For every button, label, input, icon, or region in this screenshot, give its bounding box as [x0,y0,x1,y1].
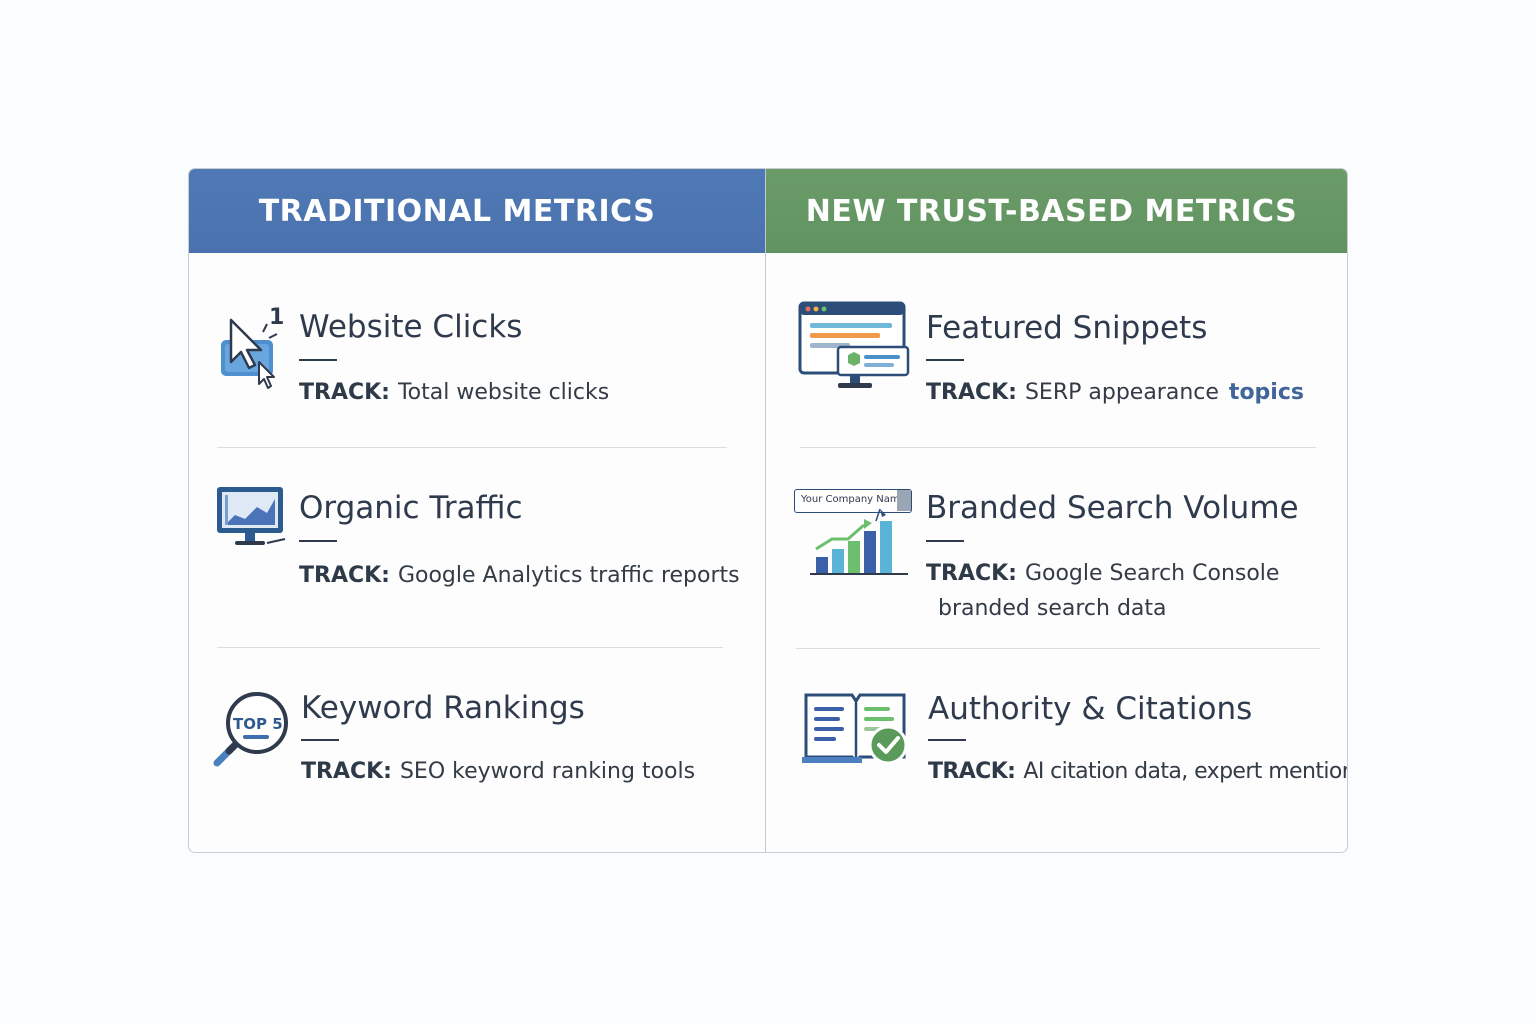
title-underline [926,540,964,542]
click-count-badge: 1 [269,305,285,330]
organic-traffic-track: TRACK: Google Analytics traffic reports [299,563,740,588]
website-clicks-track: TRACK: Total website clicks [299,380,609,405]
keyword-rankings-track: TRACK: SEO keyword ranking tools [301,759,695,784]
featured-snippets-track: TRACK: SERP appearance topics [926,380,1304,405]
track-text: SEO keyword ranking tools [399,759,696,784]
organic-traffic-title: Organic Traffic [299,490,523,526]
title-underline [301,739,339,741]
trust-metrics-column: NEW TRUST-BASED METRICS Featured Snippet [766,169,1347,852]
track-label: TRACK: [926,561,1017,586]
keyword-rankings-title: Keyword Rankings [301,690,585,726]
track-label: TRACK: [299,380,390,405]
authority-citations-title: Authority & Citations [928,691,1253,727]
book-check-icon [802,689,912,773]
row-divider [796,648,1320,649]
traditional-metrics-header: TRADITIONAL METRICS [189,169,765,253]
title-underline [299,359,337,361]
company-name-text: Your Company Name [801,494,906,505]
row-divider [800,447,1316,448]
metrics-comparison-table: TRADITIONAL METRICS 1 Website Clicks TRA… [188,168,1348,853]
branded-search-volume-title: Branded Search Volume [926,490,1299,526]
row-divider [217,647,723,648]
track-label: TRACK: [928,759,1016,784]
title-underline [928,739,966,741]
branded-search-track: TRACK: Google Search Console [926,561,1279,586]
authority-citations-track: TRACK: AI citation data, expert mentions [928,759,1348,784]
track-text: Google Search Console [1024,561,1280,586]
trust-metrics-header: NEW TRUST-BASED METRICS [766,169,1347,253]
cursor-click-icon [219,304,287,398]
featured-snippets-title: Featured Snippets [926,310,1208,346]
track-highlight: topics [1228,380,1304,405]
magnifier-top5-icon [211,689,291,773]
website-clicks-title: Website Clicks [299,309,523,345]
bar-chart-growth-icon [810,508,914,583]
title-underline [926,359,964,361]
track-label: TRACK: [299,563,390,588]
browser-snippet-icon [798,301,912,397]
title-underline [299,540,337,542]
monitor-chart-icon [215,485,289,555]
track-text: AI citation data, expert mentions [1023,759,1348,784]
track-label: TRACK: [301,759,392,784]
track-text: Total website clicks [397,380,610,405]
row-divider [217,447,727,448]
company-name-bubble: Your Company Name [794,489,912,513]
branded-search-track-line2: branded search data [938,596,1167,621]
track-text: SERP appearance [1024,380,1219,405]
top5-badge: TOP 5 [233,715,283,733]
track-label: TRACK: [926,380,1017,405]
track-text: Google Analytics traffic reports [397,563,740,588]
traditional-metrics-column: TRADITIONAL METRICS 1 Website Clicks TRA… [189,169,766,852]
